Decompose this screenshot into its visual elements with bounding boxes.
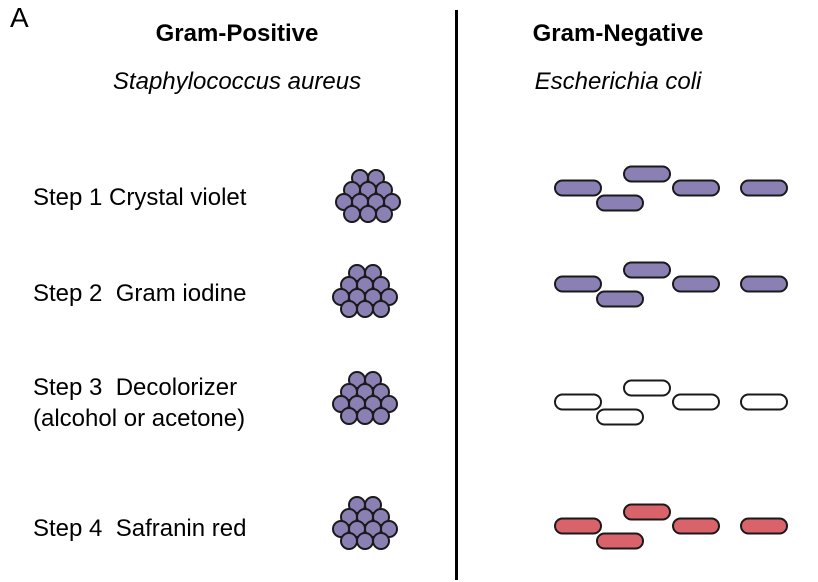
e-coli-rods-step-1 bbox=[554, 165, 788, 212]
rod-cell bbox=[554, 275, 602, 293]
rod-cell bbox=[554, 517, 602, 535]
rod-cell bbox=[596, 408, 644, 426]
rod-cell bbox=[596, 532, 644, 550]
rod-cell bbox=[623, 261, 671, 279]
coccus-cell bbox=[356, 532, 374, 550]
step-4-label: Step 4 Safranin red bbox=[33, 515, 247, 542]
gram-negative-organism: Escherichia coli bbox=[534, 68, 702, 95]
rod-cell bbox=[596, 290, 644, 308]
coccus-cell bbox=[356, 300, 374, 318]
rod-cell bbox=[554, 393, 602, 411]
coccus-cell bbox=[340, 532, 358, 550]
rod-cell bbox=[740, 275, 788, 293]
coccus-cell bbox=[359, 205, 377, 223]
rod-cell bbox=[672, 517, 720, 535]
rod-cell bbox=[623, 379, 671, 397]
gram-positive-title: Gram-Positive bbox=[155, 20, 319, 47]
coccus-cell bbox=[343, 205, 361, 223]
staphylococcus-cluster-step-4 bbox=[332, 496, 398, 550]
coccus-cell bbox=[372, 300, 390, 318]
rod-cell bbox=[740, 179, 788, 197]
panel-letter: A bbox=[10, 2, 29, 33]
coccus-cell bbox=[340, 300, 358, 318]
rod-cell bbox=[672, 179, 720, 197]
rod-cell bbox=[672, 393, 720, 411]
gram-negative-title: Gram-Negative bbox=[532, 20, 704, 47]
step-2-label: Step 2 Gram iodine bbox=[33, 280, 247, 307]
rod-cell bbox=[740, 393, 788, 411]
rod-cell bbox=[740, 517, 788, 535]
gram-positive-organism: Staphylococcus aureus bbox=[112, 68, 362, 95]
staphylococcus-cluster-step-2 bbox=[332, 264, 398, 318]
e-coli-rods-step-3 bbox=[554, 379, 788, 426]
rod-cell bbox=[596, 194, 644, 212]
e-coli-rods-step-4 bbox=[554, 503, 788, 550]
rod-cell bbox=[623, 165, 671, 183]
rod-cell bbox=[623, 503, 671, 521]
step-1-label: Step 1 Crystal violet bbox=[33, 184, 247, 211]
e-coli-rods-step-2 bbox=[554, 261, 788, 308]
coccus-cell bbox=[372, 407, 390, 425]
rod-cell bbox=[672, 275, 720, 293]
column-divider bbox=[455, 10, 458, 580]
rod-cell bbox=[554, 179, 602, 197]
step-3-label: Step 3 Decolorizer (alcohol or acetone) bbox=[33, 374, 246, 432]
coccus-cell bbox=[356, 407, 374, 425]
staphylococcus-cluster-step-1 bbox=[335, 169, 401, 223]
coccus-cell bbox=[340, 407, 358, 425]
coccus-cell bbox=[372, 532, 390, 550]
coccus-cell bbox=[375, 205, 393, 223]
staphylococcus-cluster-step-3 bbox=[332, 371, 398, 425]
